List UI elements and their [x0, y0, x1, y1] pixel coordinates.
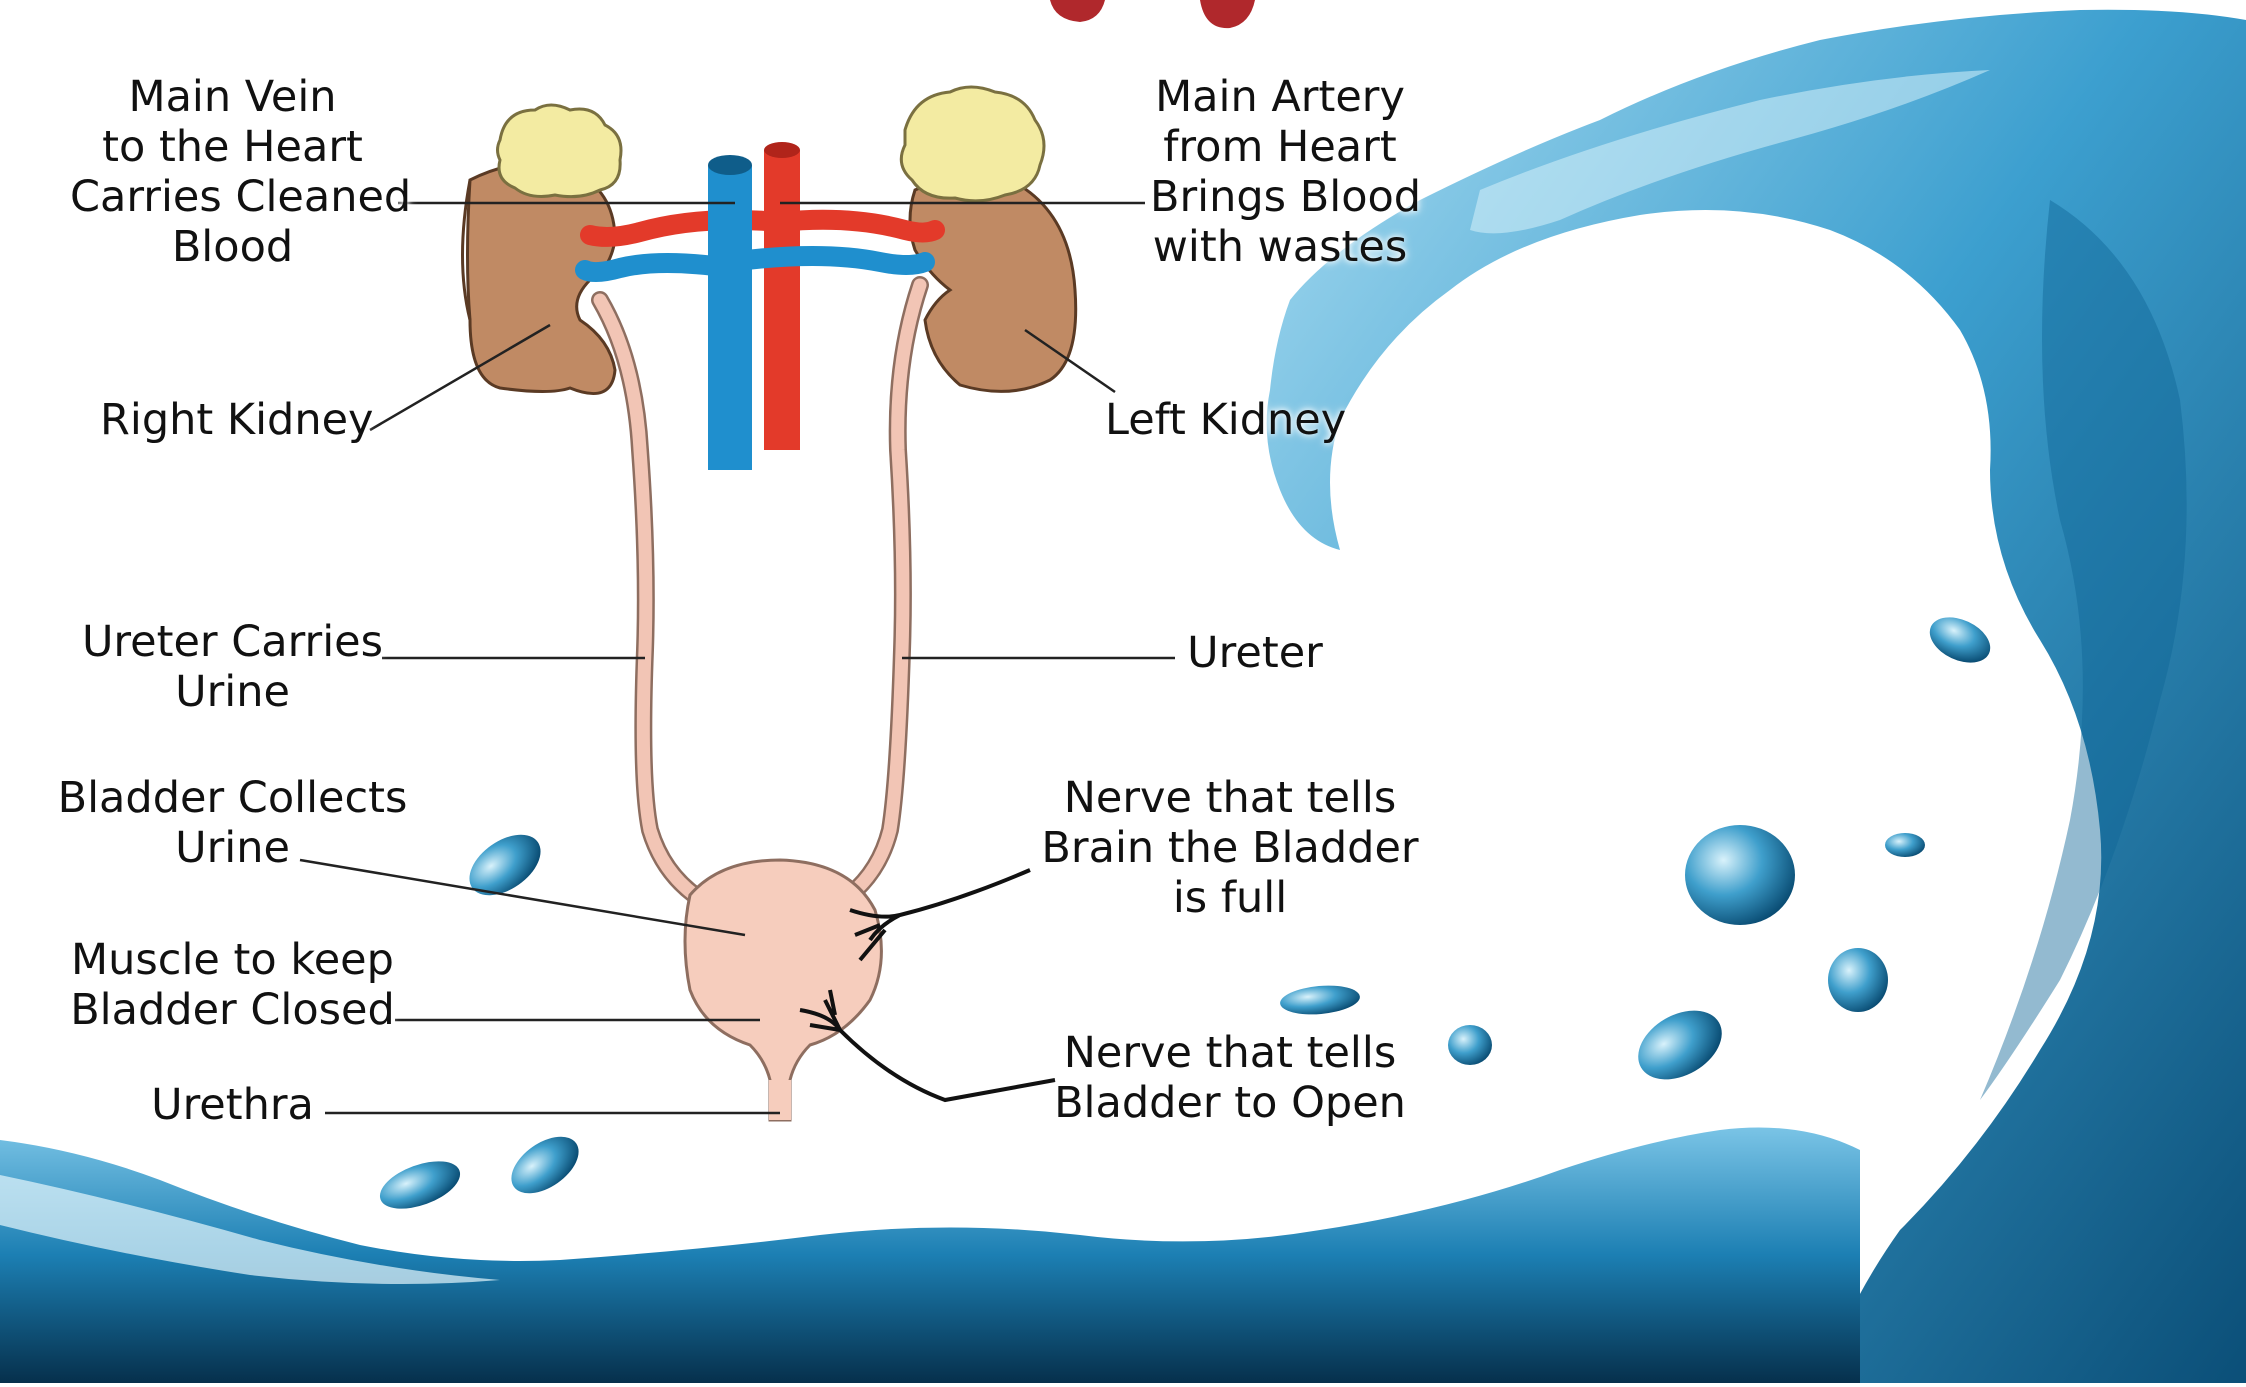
left-kidney [910, 177, 1076, 392]
label-line: is full [1040, 873, 1420, 923]
label-line: Nerve that tells [1045, 1028, 1415, 1078]
label-line: Main Artery [1150, 72, 1410, 122]
label-line: Urine [50, 823, 415, 873]
main-artery [764, 150, 800, 450]
label-muscle: Muscle to keep Bladder Closed [60, 935, 405, 1035]
label-main-vein: Main Vein to the Heart Carries Cleaned B… [70, 72, 395, 272]
label-line: Bladder to Open [1045, 1078, 1415, 1128]
left-ureter [850, 285, 920, 895]
label-right-kidney: Right Kidney [100, 395, 370, 445]
label-urethra: Urethra [135, 1080, 330, 1130]
label-line: Main Vein [70, 72, 395, 122]
label-line: Bladder Collects [50, 773, 415, 823]
water-drop [1279, 983, 1361, 1018]
water-drop [1885, 833, 1925, 857]
label-nerve-open: Nerve that tells Bladder to Open [1045, 1028, 1415, 1128]
label-line: from Heart [1150, 122, 1410, 172]
renal-artery-left [780, 220, 935, 233]
water-drop [1626, 997, 1734, 1094]
label-line: to the Heart [70, 122, 395, 172]
label-line: Right Kidney [100, 395, 370, 445]
left-adrenal-gland [901, 87, 1044, 201]
main-vein [708, 165, 752, 470]
label-ureter-carries: Ureter Carries Urine [70, 617, 395, 717]
label-line: Brain the Bladder [1040, 823, 1420, 873]
right-adrenal-gland [498, 105, 622, 197]
main-vein-opening [708, 155, 752, 175]
label-line: Urethra [135, 1080, 330, 1130]
label-main-artery: Main Artery from Heart Brings Blood with… [1150, 72, 1410, 272]
main-artery-opening [764, 142, 800, 158]
water-drop [1828, 948, 1888, 1012]
label-line: Muscle to keep [60, 935, 405, 985]
label-line: Bladder Closed [60, 985, 405, 1035]
label-line: Brings Blood [1150, 172, 1410, 222]
label-left-kidney: Left Kidney [1105, 395, 1335, 445]
title-fragment [1050, 0, 1255, 28]
renal-vein-left [730, 256, 925, 265]
water-drop [374, 1152, 467, 1218]
label-bladder-collects: Bladder Collects Urine [50, 773, 415, 873]
label-line: Ureter [1180, 628, 1330, 678]
water-drop [501, 1125, 588, 1205]
water-drop [1685, 825, 1795, 925]
label-line: Urine [70, 667, 395, 717]
label-line: Left Kidney [1105, 395, 1335, 445]
label-line: Ureter Carries [70, 617, 395, 667]
label-ureter: Ureter [1180, 628, 1330, 678]
label-line: Nerve that tells [1040, 773, 1420, 823]
label-nerve-full: Nerve that tells Brain the Bladder is fu… [1040, 773, 1420, 923]
label-line: with wastes [1150, 222, 1410, 272]
water-drop [1448, 1025, 1492, 1065]
label-line: Blood [70, 222, 395, 272]
water-drop [1923, 608, 1998, 671]
right-ureter [600, 300, 710, 905]
label-line: Carries Cleaned [70, 172, 395, 222]
